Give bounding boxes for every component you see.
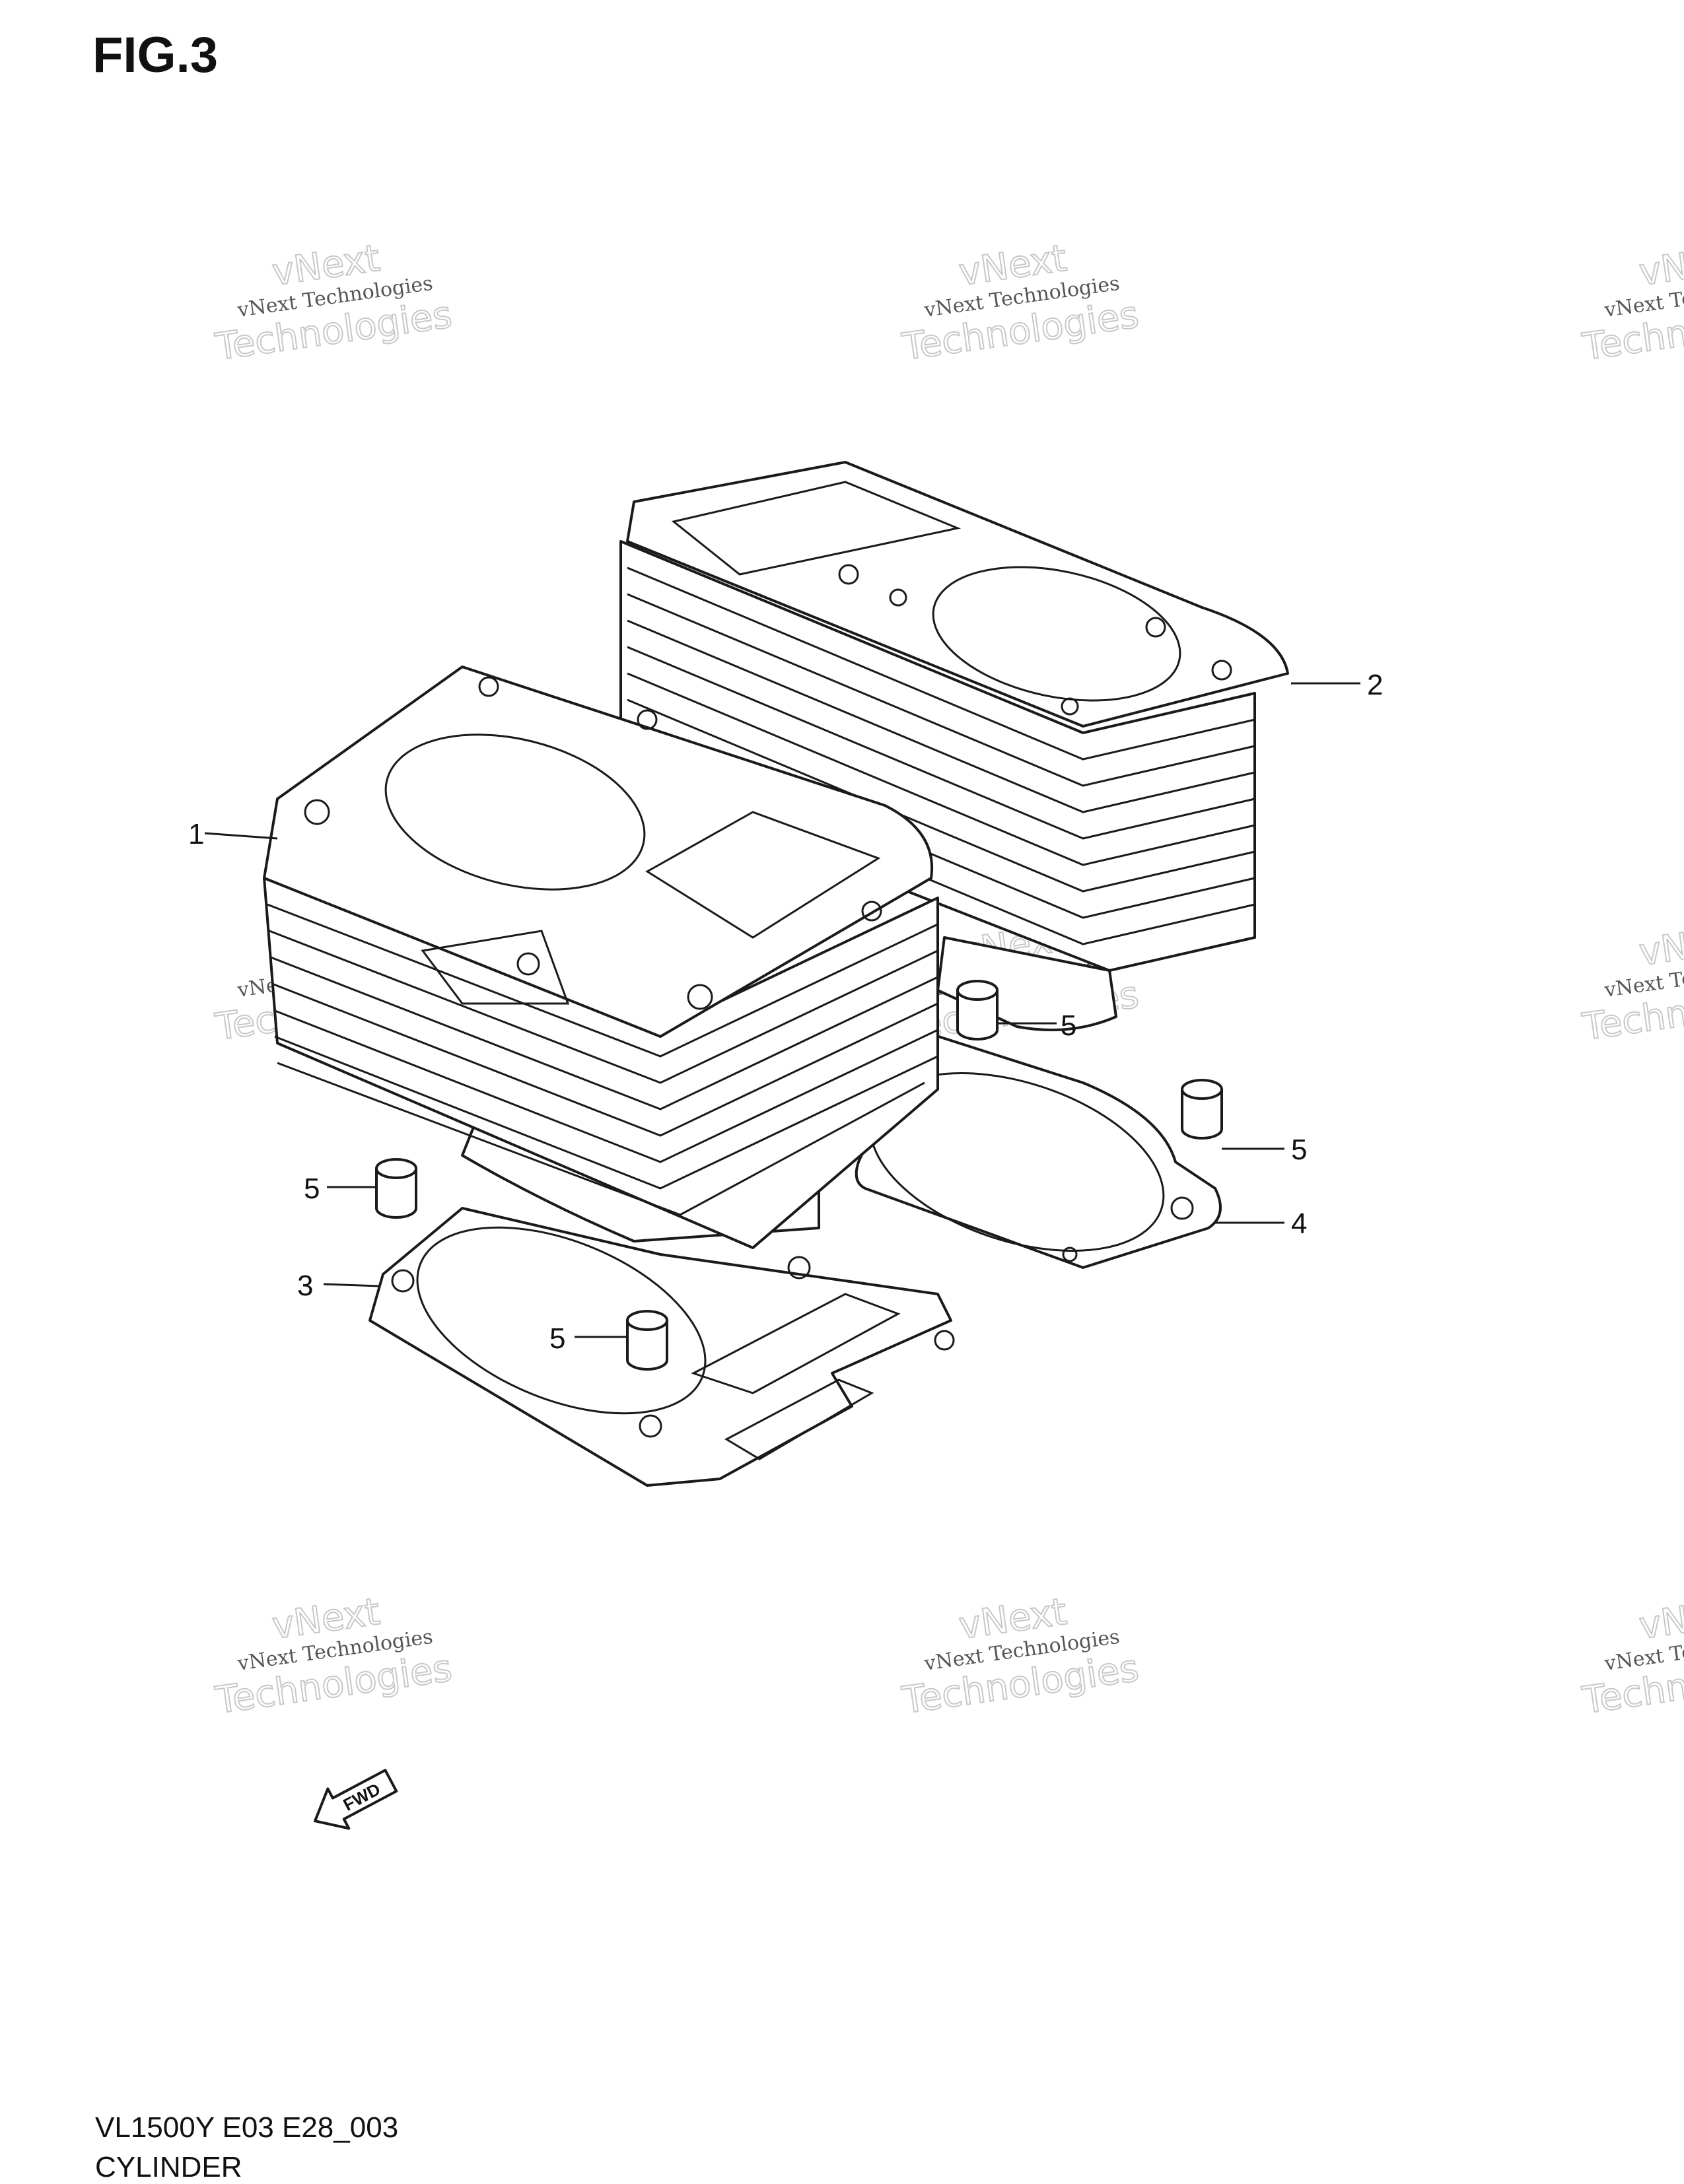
watermark-3: vNext vNext Technologies Technologies <box>1579 236 1684 370</box>
svg-text:2: 2 <box>1367 669 1383 701</box>
front-cylinder-fins <box>267 903 938 1216</box>
dowel-pin-3 <box>1181 1079 1223 1140</box>
figure-title: FIG.3 <box>92 27 219 83</box>
svg-text:5: 5 <box>304 1173 320 1205</box>
callout-2: 2 <box>1291 669 1383 701</box>
watermark-6: vNext vNext Technologies Technologies <box>1579 916 1684 1050</box>
dowel-pin-2 <box>626 1310 668 1371</box>
svg-text:1: 1 <box>188 818 204 850</box>
callout-1: 1 <box>188 818 278 850</box>
svg-text:vNext: vNext <box>1636 1590 1684 1648</box>
watermark-7: vNext vNext Technologies Technologies <box>212 1590 455 1723</box>
forward-arrow-icon: FWD <box>314 1769 398 1830</box>
svg-text:5: 5 <box>1061 1009 1076 1042</box>
front-cylinder <box>263 665 939 1249</box>
svg-text:vNext: vNext <box>1636 917 1684 974</box>
model-code: VL1500Y E03 E28_003 <box>95 2111 399 2144</box>
front-cylinder-gasket <box>368 1207 955 1487</box>
svg-text:5: 5 <box>1291 1134 1307 1166</box>
svg-text:vNext: vNext <box>1636 237 1684 294</box>
callout-4: 4 <box>1215 1208 1307 1240</box>
watermark-1: vNext vNext Technologies Technologies <box>212 236 455 370</box>
svg-text:5: 5 <box>549 1322 565 1355</box>
watermark-2: vNext vNext Technologies Technologies <box>899 236 1142 370</box>
svg-text:3: 3 <box>297 1270 313 1302</box>
callout-5-right: 5 <box>1222 1134 1307 1166</box>
callout-5-left: 5 <box>304 1173 376 1205</box>
svg-text:4: 4 <box>1291 1208 1307 1240</box>
callout-5-bottom: 5 <box>549 1322 627 1355</box>
watermark-9: vNext vNext Technologies Technologies <box>1579 1590 1684 1723</box>
callout-3: 3 <box>297 1270 380 1302</box>
dowel-pin-1 <box>375 1158 417 1219</box>
watermark-8: vNext vNext Technologies Technologies <box>899 1590 1142 1723</box>
section-name: CYLINDER <box>95 2151 242 2183</box>
dowel-pin-4 <box>956 980 999 1041</box>
callout-5-middle: 5 <box>997 1009 1076 1042</box>
